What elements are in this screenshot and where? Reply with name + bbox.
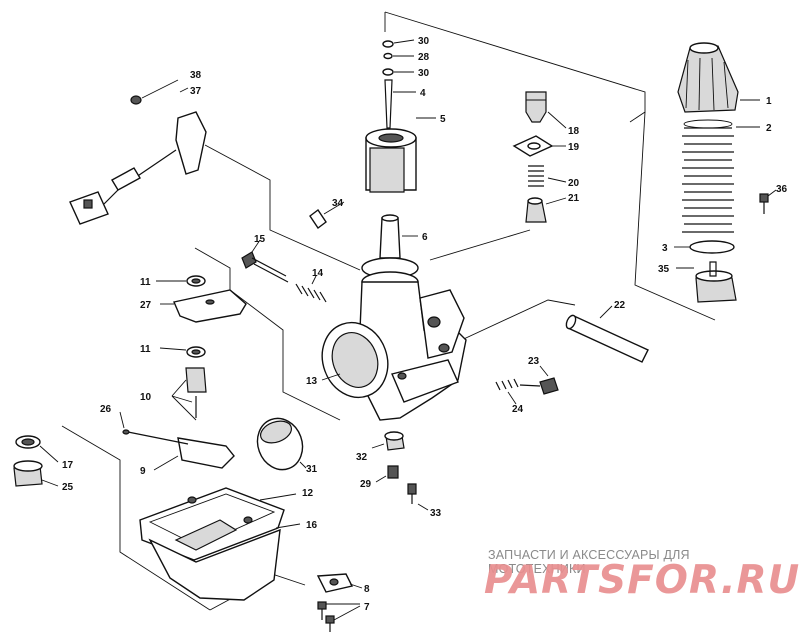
part-17-25-drain-plug: 17 25	[13, 435, 74, 493]
callout-6: 6	[422, 232, 428, 243]
callout-5: 5	[440, 114, 446, 125]
callout-21: 21	[568, 193, 580, 204]
part-15-idle-screw: 15	[241, 234, 289, 283]
callout-22: 22	[614, 300, 626, 311]
callout-31: 31	[306, 464, 318, 475]
part-1-top-cap: 1	[677, 42, 772, 113]
callout-38: 38	[190, 70, 202, 81]
callout-17: 17	[62, 460, 74, 471]
callout-25: 25	[62, 482, 74, 493]
part-35-needle-holder: 35	[658, 261, 737, 303]
callout-28: 28	[418, 52, 430, 63]
watermark-caption: ЗАПЧАСТИ И АКСЕССУАРЫ ДЛЯ МОТОТЕХНИКИ	[488, 548, 690, 576]
callout-15: 15	[254, 234, 266, 245]
callout-4: 4	[420, 88, 426, 99]
part-23-24-air-screw: 23 24	[495, 356, 559, 415]
part-5-throttle-valve: 5	[365, 114, 446, 193]
part-12-16-float-bowl: 12 16	[139, 487, 318, 601]
callout-37: 37	[190, 86, 202, 97]
callout-19: 19	[568, 142, 580, 153]
part-31-float: 31	[256, 417, 318, 475]
part-3-washer: 3	[662, 240, 735, 254]
callout-11a: 11	[140, 277, 151, 288]
callout-24: 24	[512, 404, 524, 415]
callout-8: 8	[364, 584, 370, 595]
callout-16: 16	[306, 520, 318, 531]
callout-7: 7	[364, 602, 370, 613]
callout-27: 27	[140, 300, 152, 311]
callout-34: 34	[332, 198, 344, 209]
callout-30b: 30	[418, 68, 430, 79]
part-11-27-10-9-26-linkage: 11 27 11 10 9 26	[100, 275, 247, 477]
part-7-8-bracket: 8 7	[316, 573, 370, 632]
callout-14: 14	[312, 268, 324, 279]
callout-11b: 11	[140, 344, 151, 355]
callout-2: 2	[766, 123, 772, 134]
callout-29: 29	[360, 479, 372, 490]
callout-26: 26	[100, 404, 112, 415]
part-2-spring: 2	[682, 119, 772, 233]
part-34-plug: 34	[309, 198, 345, 230]
part-37-38-choke: 38 37	[69, 70, 207, 225]
callout-10: 10	[140, 392, 152, 403]
part-36-screw: 36	[759, 184, 788, 214]
part-14-spring: 14	[295, 268, 327, 303]
part-30-28-clips: 30 28 30	[382, 36, 430, 79]
part-18-21-pilot-stack: 18 19 20 21	[512, 91, 580, 223]
callout-9: 9	[140, 466, 146, 477]
watermark-logo: PARTSFOR.RU	[484, 558, 800, 603]
part-13-carb-body: 13	[306, 257, 467, 421]
callout-20: 20	[568, 178, 580, 189]
part-32-29-33-jets: 32 29 33	[356, 431, 442, 519]
callout-30a: 30	[418, 36, 430, 47]
part-6-needle-jet: 6	[379, 214, 428, 259]
part-22-hose: 22	[565, 300, 649, 363]
callout-35: 35	[658, 264, 670, 275]
callout-3: 3	[662, 243, 668, 254]
callout-1: 1	[766, 96, 772, 107]
part-4-jet-needle: 4	[384, 79, 426, 129]
callout-18: 18	[568, 126, 580, 137]
callout-32: 32	[356, 452, 368, 463]
callout-33: 33	[430, 508, 442, 519]
callout-12: 12	[302, 488, 314, 499]
callout-23: 23	[528, 356, 540, 367]
grouping-lines	[61, 11, 716, 611]
callout-13: 13	[306, 376, 318, 387]
callout-36: 36	[776, 184, 788, 195]
